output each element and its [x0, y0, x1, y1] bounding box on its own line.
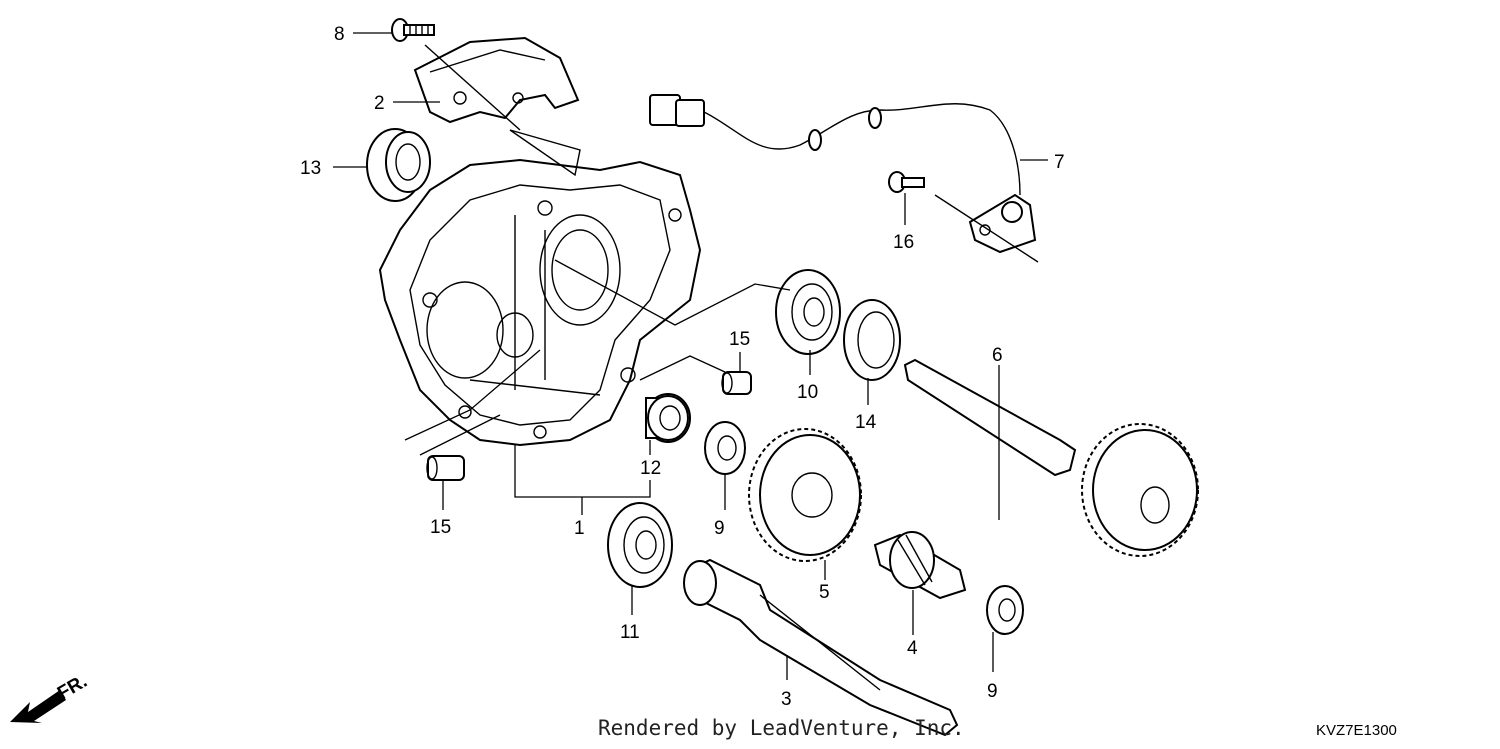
transmission-case[interactable] — [378, 129, 702, 447]
front-direction-arrow: FR. — [10, 671, 91, 723]
gear-5[interactable] — [748, 428, 862, 562]
callout-14: 14 — [855, 412, 877, 433]
dowel-pin-15-upper[interactable] — [721, 371, 752, 395]
callout-15-lower: 15 — [430, 517, 451, 538]
main-shaft-3[interactable] — [683, 558, 959, 737]
callout-7: 7 — [1054, 152, 1065, 173]
callout-5: 5 — [819, 582, 830, 603]
callout-2: 2 — [374, 93, 385, 114]
washer-9-upper[interactable] — [704, 421, 746, 475]
speed-sensor-7[interactable] — [649, 94, 1039, 263]
callout-9-lower: 9 — [987, 681, 998, 702]
callout-4: 4 — [907, 638, 918, 659]
callout-16: 16 — [893, 232, 914, 253]
callout-13: 13 — [300, 158, 321, 179]
callout-8: 8 — [334, 24, 345, 45]
bolt-16[interactable] — [888, 171, 925, 193]
callout-11: 11 — [620, 622, 640, 643]
callout-15-upper: 15 — [729, 329, 750, 350]
callout-3: 3 — [781, 689, 792, 710]
callout-labels: 1 2 3 4 5 6 7 8 9 9 10 11 12 13 14 15 15… — [300, 24, 1065, 710]
bearing-10[interactable] — [775, 269, 841, 355]
cover-plate[interactable] — [413, 36, 580, 131]
oil-seal-13[interactable] — [366, 128, 431, 202]
callout-1: 1 — [574, 518, 585, 539]
callout-10: 10 — [797, 382, 818, 403]
countershaft-6[interactable] — [903, 358, 1199, 557]
oil-seal-14[interactable] — [843, 299, 901, 381]
washer-9-lower[interactable] — [986, 585, 1024, 635]
bearing-11[interactable] — [607, 502, 673, 588]
rendered-by-footer: Rendered by LeadVenture, Inc. — [598, 716, 965, 740]
diagram-code: KVZ7E1300 — [1316, 722, 1397, 739]
dowel-pin-15-lower[interactable] — [426, 455, 465, 481]
pinion-gear-4[interactable] — [873, 531, 967, 600]
callout-9-upper: 9 — [714, 518, 725, 539]
needle-bearing-12[interactable] — [645, 393, 691, 443]
leader-lines — [333, 32, 1048, 680]
bolt-8[interactable] — [391, 18, 435, 42]
callout-6: 6 — [992, 345, 1003, 366]
callout-12: 12 — [640, 458, 661, 479]
